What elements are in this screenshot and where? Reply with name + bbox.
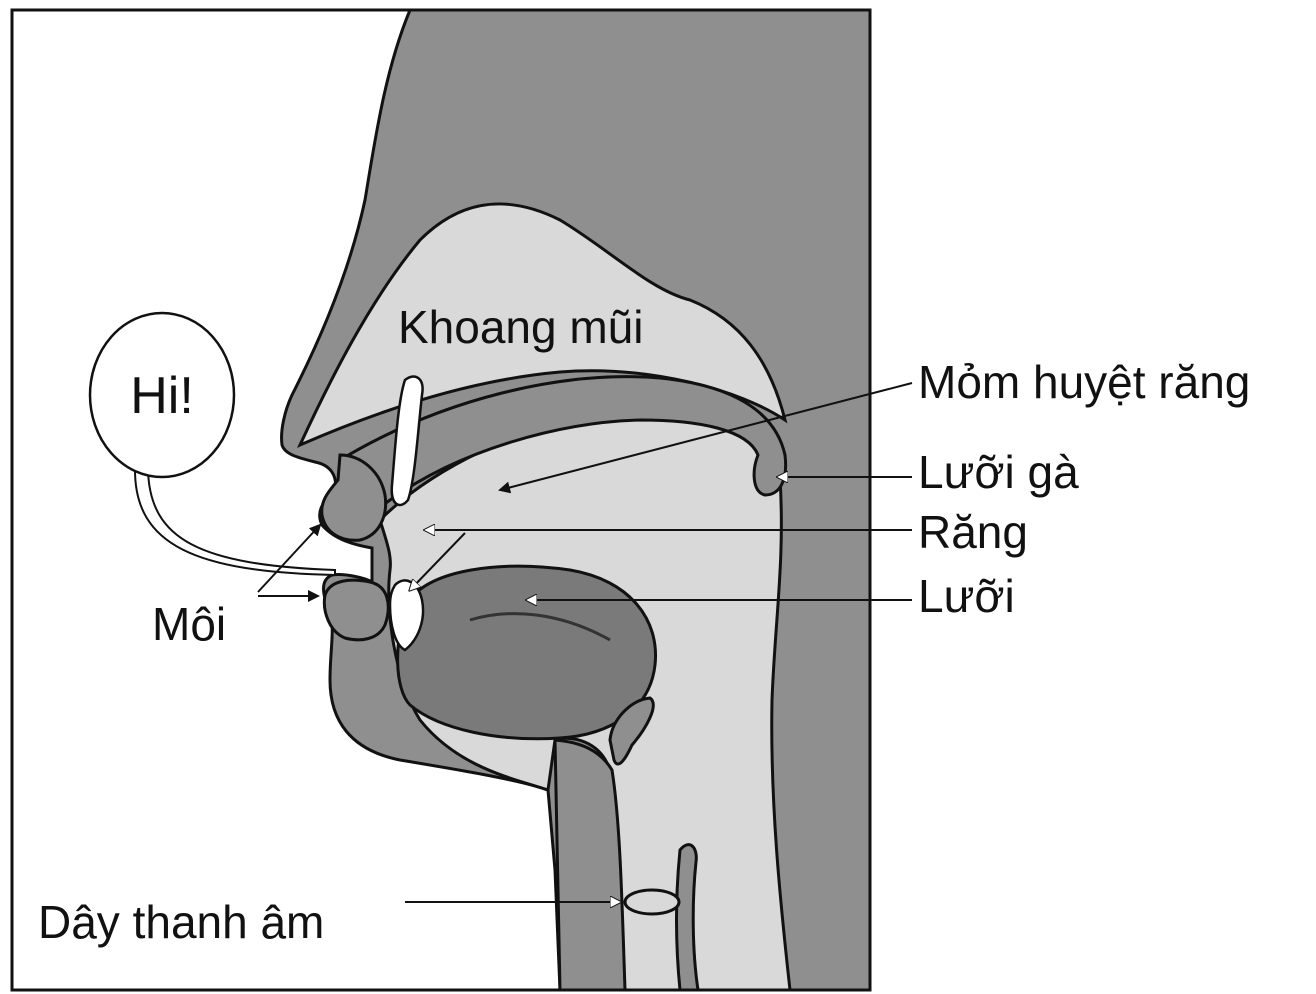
label-alveolar-ridge: Mỏm huyệt răng <box>918 356 1250 408</box>
label-lips: Môi <box>152 598 226 650</box>
speech-bubble-text: Hi! <box>130 367 194 425</box>
tongue-body <box>398 566 656 739</box>
leader-lips-upper <box>258 525 320 592</box>
label-vocal-cords: Dây thanh âm <box>38 896 324 948</box>
trachea-wall <box>555 740 625 990</box>
speech-bubble-tail <box>135 470 335 575</box>
vocal-cords-ring <box>625 890 679 914</box>
label-tongue: Lưỡi <box>918 570 1015 622</box>
label-teeth: Răng <box>918 506 1028 558</box>
lower-lip <box>324 580 388 640</box>
label-uvula: Lưỡi gà <box>918 446 1079 498</box>
label-nasal-cavity: Khoang mũi <box>398 301 644 353</box>
